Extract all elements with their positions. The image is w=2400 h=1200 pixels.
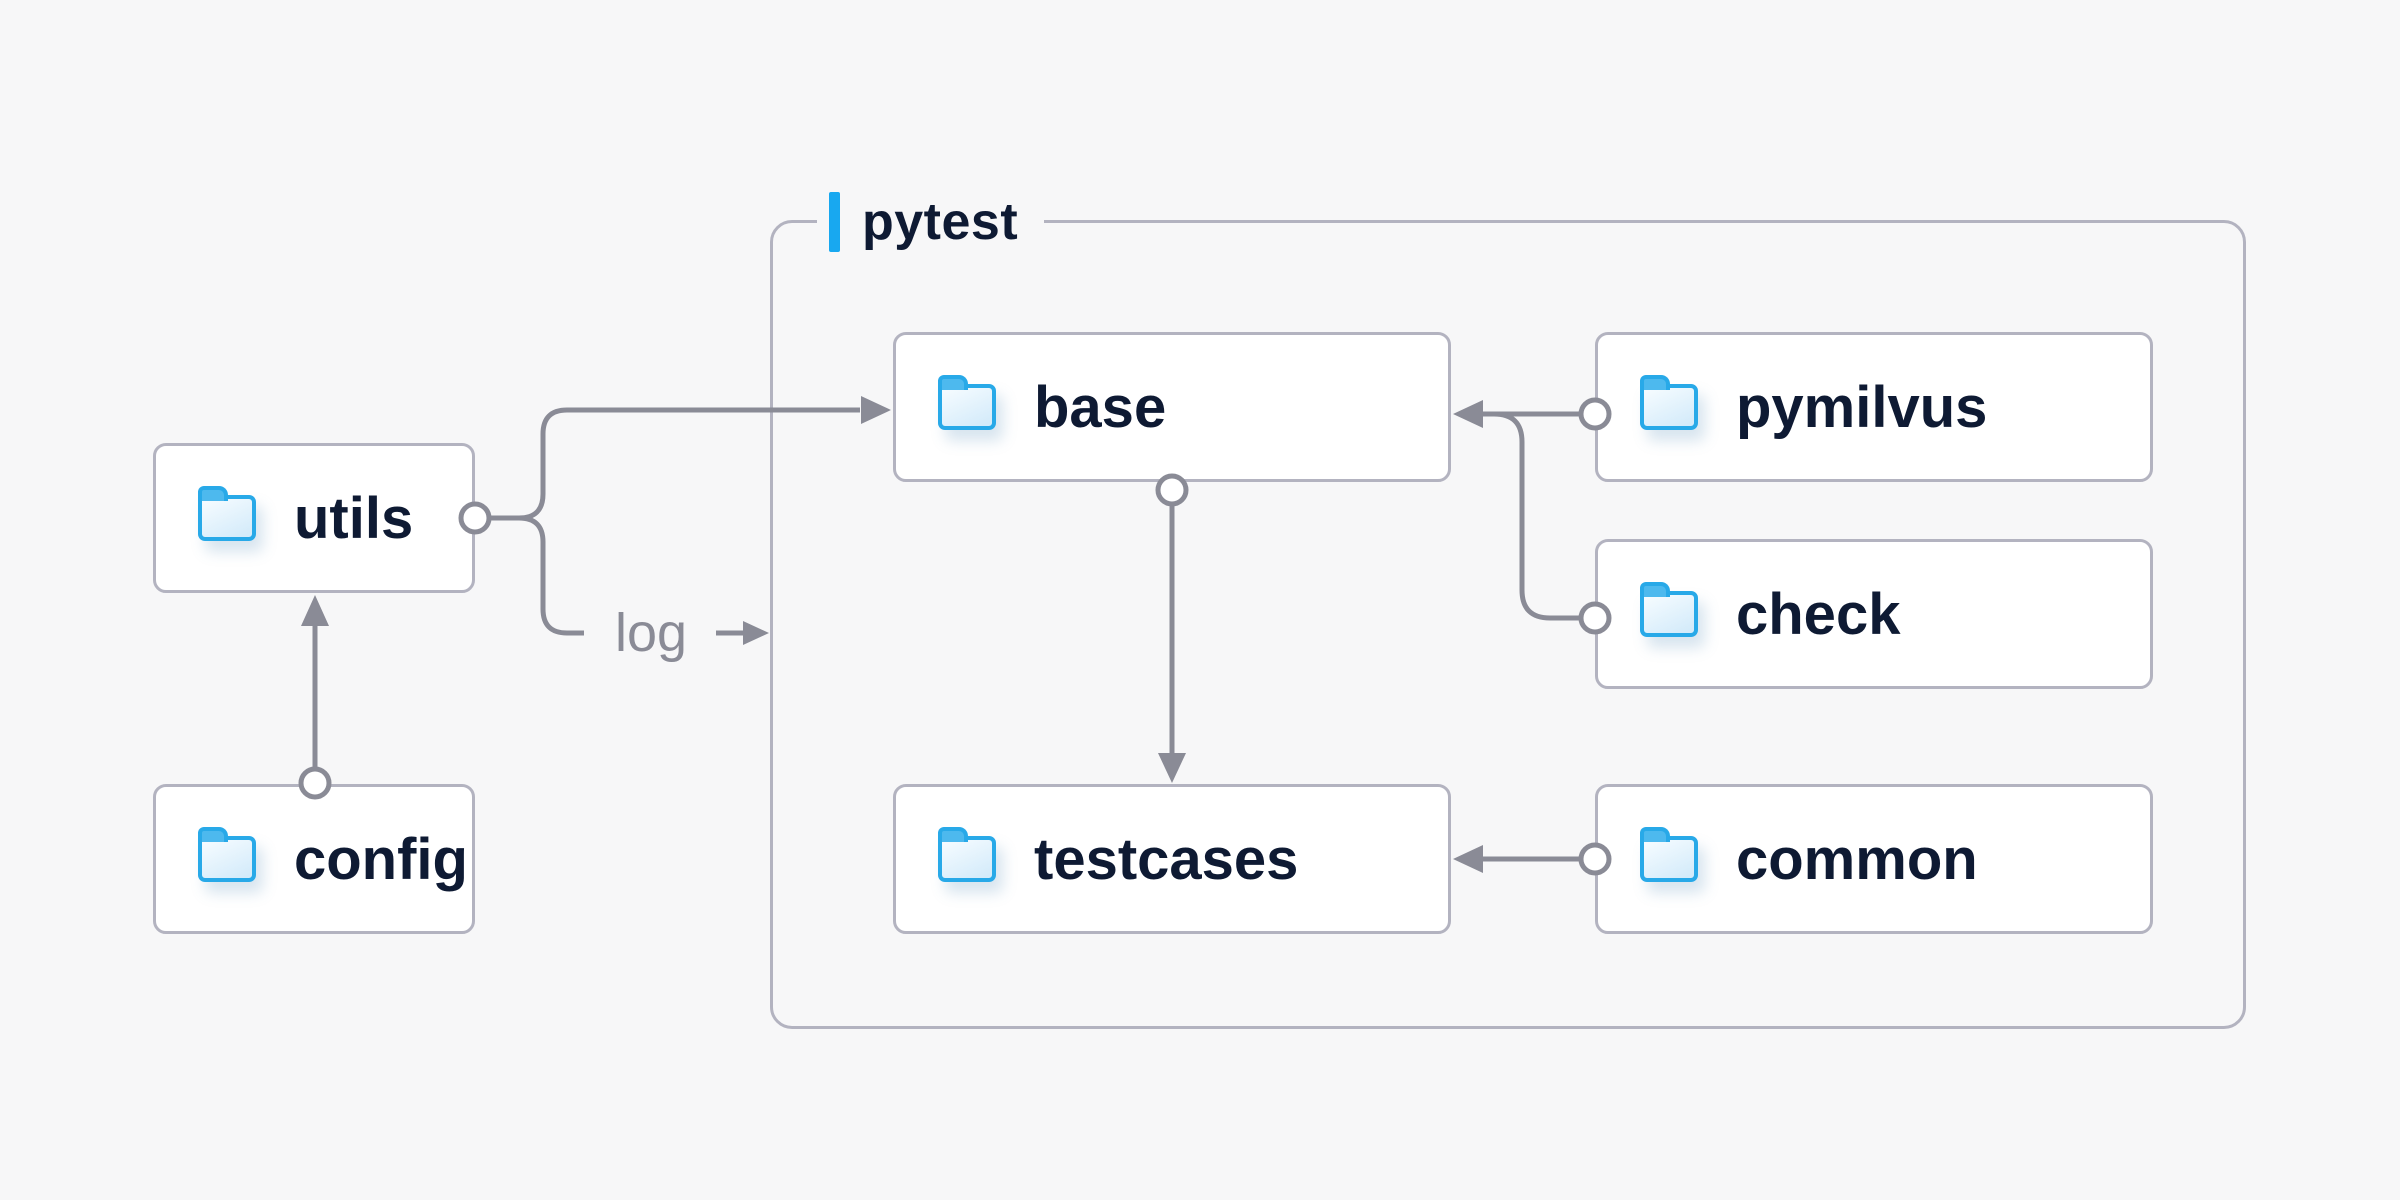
accent-bar-icon: [829, 192, 840, 252]
pytest-container-label: pytest: [817, 189, 1045, 255]
node-base-label: base: [1034, 374, 1167, 440]
folder-icon: [1640, 375, 1698, 430]
folder-icon: [938, 375, 996, 430]
edge-label-log: log: [614, 603, 688, 663]
node-utils[interactable]: utils: [153, 443, 475, 593]
folder-icon: [198, 486, 256, 541]
node-base[interactable]: base: [893, 332, 1451, 482]
edge-utils-log-line: [518, 515, 584, 636]
folder-icon: [938, 827, 996, 882]
node-common[interactable]: common: [1595, 784, 2153, 934]
node-pymilvus-label: pymilvus: [1736, 374, 1988, 440]
node-common-label: common: [1736, 826, 1978, 892]
node-pymilvus[interactable]: pymilvus: [1595, 332, 2153, 482]
edge-log-pytest-arrowhead: [743, 621, 769, 645]
node-check[interactable]: check: [1595, 539, 2153, 689]
folder-icon: [198, 827, 256, 882]
folder-icon: [1640, 827, 1698, 882]
node-utils-label: utils: [294, 485, 414, 551]
pytest-container: pytest: [770, 189, 2246, 1029]
node-config[interactable]: config: [153, 784, 475, 934]
pytest-container-label-text: pytest: [862, 193, 1019, 251]
node-testcases[interactable]: testcases: [893, 784, 1451, 934]
node-testcases-label: testcases: [1034, 826, 1299, 892]
edge-config-utils-arrowhead: [301, 595, 329, 626]
node-config-label: config: [294, 826, 468, 892]
folder-icon: [1640, 582, 1698, 637]
node-check-label: check: [1736, 581, 1901, 647]
